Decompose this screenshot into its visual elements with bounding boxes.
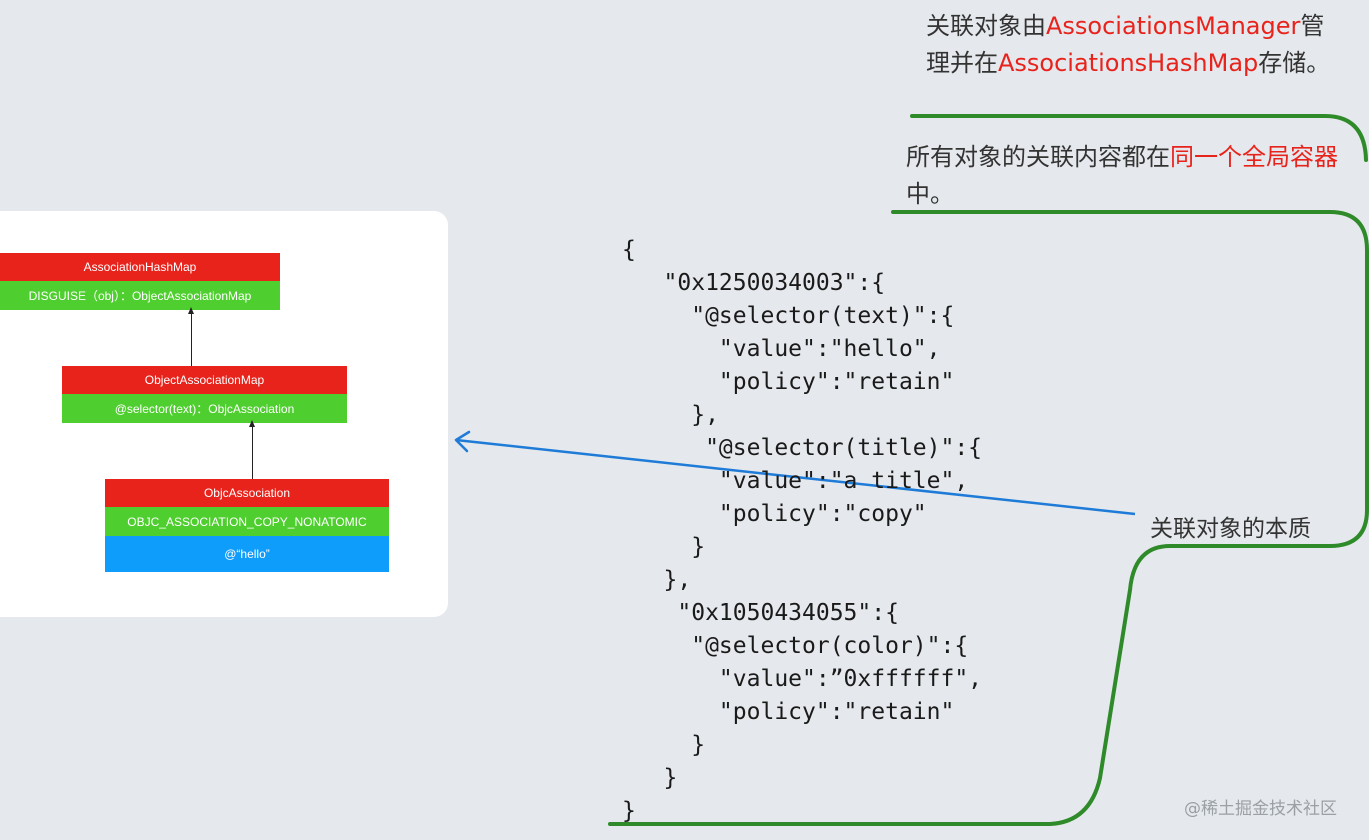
note-text: 管理并在 [926, 12, 1325, 77]
block-row: OBJC_ASSOCIATION_COPY_NONATOMIC [105, 507, 389, 536]
arrow-up-icon [188, 307, 194, 314]
arrow-up-icon [249, 420, 255, 427]
note-global-container: 所有对象的关联内容都在同一个全局容器中。 [906, 139, 1346, 213]
block-header: ObjectAssociationMap [62, 366, 347, 394]
block-row: @selector(text)：ObjcAssociation [62, 394, 347, 423]
note-essence-title: 关联对象的本质 [1150, 516, 1311, 542]
association-hashmap-block: AssociationHashMap DISGUISE（obj）：ObjectA… [0, 253, 280, 310]
block-header: ObjcAssociation [105, 479, 389, 507]
object-association-map-block: ObjectAssociationMap @selector(text)：Obj… [62, 366, 347, 423]
branch-line-note1 [910, 114, 1368, 162]
objc-association-block: ObjcAssociation OBJC_ASSOCIATION_COPY_NO… [105, 479, 389, 572]
connector-line [191, 311, 192, 367]
pointer-arrow-head-icon [454, 430, 471, 453]
block-row: DISGUISE（obj）：ObjectAssociationMap [0, 281, 280, 310]
block-value: @“hello” [105, 536, 389, 572]
note-text: 存储。 [1258, 49, 1331, 77]
associations-code-block: { "0x1250034003":{ "@selector(text)":{ "… [622, 237, 983, 824]
note-text: 中。 [906, 180, 954, 208]
note-highlight: 同一个全局容器 [1170, 143, 1338, 171]
block-header: AssociationHashMap [0, 253, 280, 281]
note-text: 关联对象由 [926, 12, 1046, 40]
note-highlight: AssociationsHashMap [998, 49, 1259, 77]
watermark: @稀土掘金技术社区 [1184, 799, 1337, 819]
note-associations-manager: 关联对象由AssociationsManager管理并在Associations… [926, 8, 1346, 82]
connector-line [252, 424, 253, 480]
pointer-arrow-line [455, 438, 1136, 516]
branch-line-note2 [608, 210, 1369, 826]
note-text: 所有对象的关联内容都在 [906, 143, 1170, 171]
note-highlight: AssociationsManager [1046, 12, 1301, 40]
